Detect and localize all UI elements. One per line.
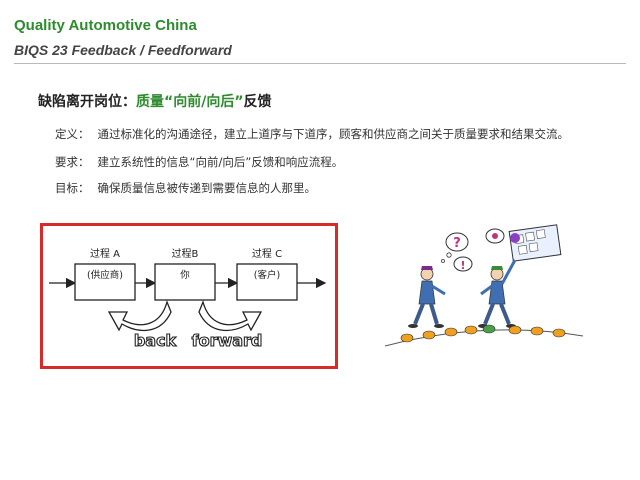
- section-title-suffix: 反馈: [243, 94, 272, 110]
- brand-title: Quality Automotive China: [14, 17, 197, 34]
- process-a-body: (供应商): [87, 269, 123, 281]
- svg-text:!: !: [460, 259, 465, 272]
- section-title-highlight: 质量“向前/向后”: [136, 94, 244, 110]
- svg-text:?: ?: [453, 236, 461, 251]
- process-b-box: [154, 263, 216, 301]
- parts-row-icon: [400, 324, 566, 343]
- goal-text: 确保质量信息被传递到需要信息的人那里。: [97, 181, 317, 195]
- question-bubble-icon: ?: [441, 232, 469, 263]
- idea-bubble-icon: [485, 228, 505, 244]
- back-curved-arrow: [107, 299, 172, 332]
- requirement-text: 建立系统性的信息“向前/向后”反馈和响应流程。: [97, 155, 344, 169]
- goal-label: 目标：: [55, 181, 90, 195]
- exclamation-bubble-icon: !: [453, 256, 473, 272]
- process-c-title: 过程 C: [252, 247, 282, 260]
- definition-label: 定义：: [55, 127, 90, 141]
- process-c-box: [236, 263, 298, 301]
- process-b-body: 你: [180, 269, 190, 281]
- back-label: back: [134, 331, 177, 350]
- worker-right-figure: [478, 259, 517, 328]
- definition-text: 通过标准化的沟通途径，建立上道序与下道序，顾客和供应商之间关于质量要求和结果交流…: [97, 127, 570, 141]
- process-diagram: 过程 A (供应商) 过程B 你 过程 C (客户) back forward: [49, 247, 327, 351]
- forward-curved-arrow: [198, 299, 263, 332]
- goal-line: 目标： 确保质量信息被传递到需要信息的人那里。: [55, 180, 316, 196]
- forward-label: forward: [192, 331, 263, 350]
- requirement-label: 要求：: [55, 155, 90, 169]
- process-b-title: 过程B: [172, 247, 199, 260]
- worker-left-figure: [408, 266, 446, 328]
- definition-line: 定义： 通过标准化的沟通途径，建立上道序与下道序，顾客和供应商之间关于质量要求和结…: [55, 126, 569, 142]
- information-panel-icon: [508, 224, 562, 262]
- process-a-title: 过程 A: [90, 247, 120, 260]
- process-diagram-frame: 过程 A (供应商) 过程B 你 过程 C (客户) back forward: [40, 223, 338, 369]
- requirement-line: 要求： 建立系统性的信息“向前/向后”反馈和响应流程。: [55, 154, 343, 170]
- section-title: 缺陷离开岗位：质量“向前/向后”反馈: [38, 91, 272, 111]
- process-c-body: (客户): [254, 269, 280, 281]
- feedback-cartoon-illustration: ? !: [385, 224, 584, 347]
- section-title-prefix: 缺陷离开岗位：: [38, 94, 136, 110]
- header-divider: [14, 63, 626, 64]
- process-a-box: [74, 263, 136, 301]
- page-subtitle: BIQS 23 Feedback / Feedforward: [14, 42, 232, 58]
